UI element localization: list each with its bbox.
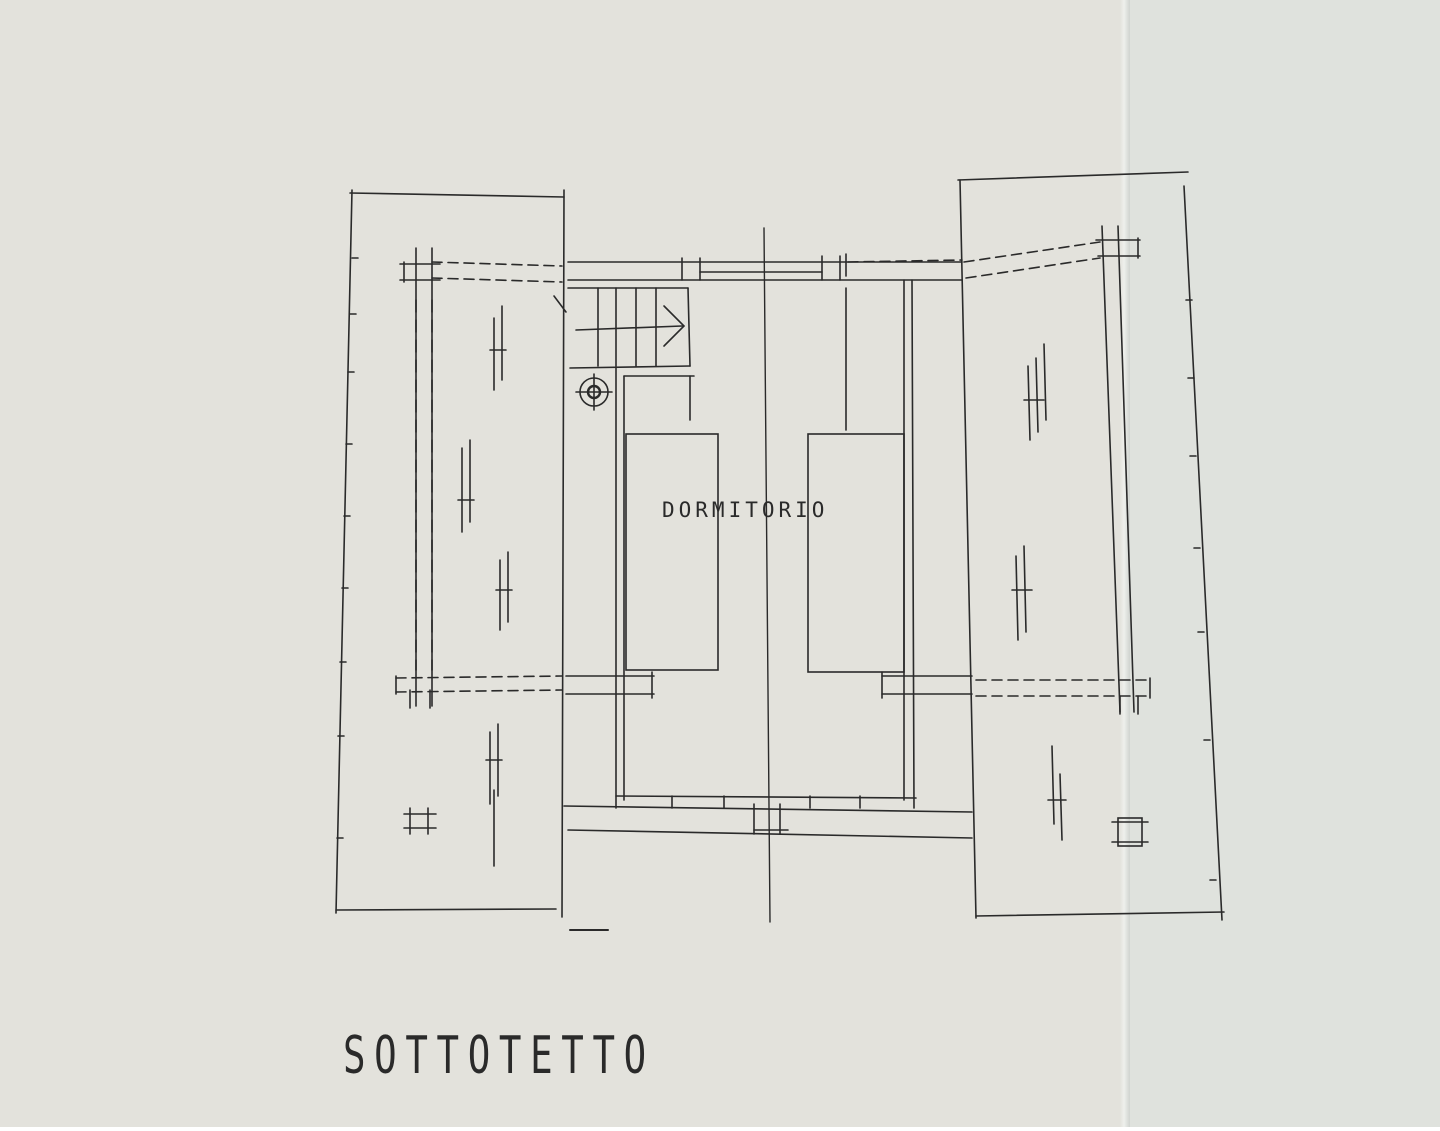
left-roof-wing [335,189,565,918]
room-label-dormitorio: DORMITORIO [662,498,829,522]
right-roof-wing [957,171,1225,921]
paper-fold-crease [1120,0,1130,1127]
floor-title: SOTTOTETTO [343,1026,655,1086]
central-room [553,227,973,931]
paper-fold-panel [1128,0,1440,1127]
